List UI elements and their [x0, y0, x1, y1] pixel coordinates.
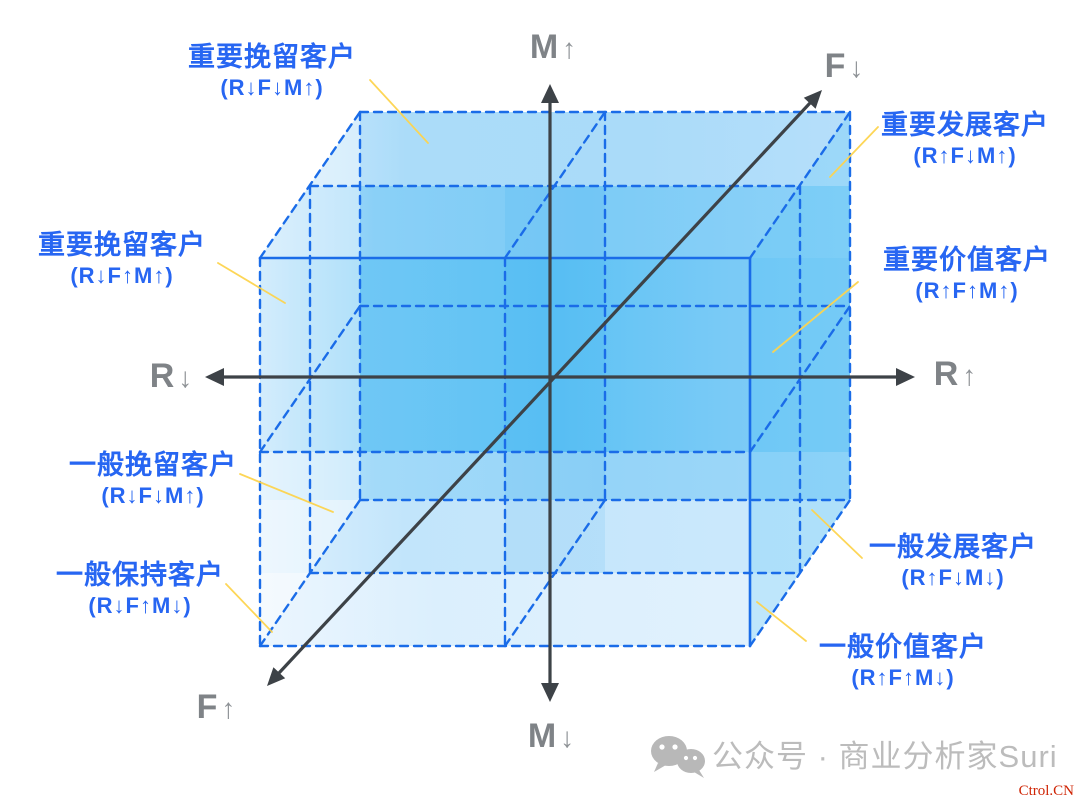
callout-general-keep: [225, 583, 273, 633]
segment-label-general-develop: 一般发展客户 (R↑F↓M↓): [869, 532, 1037, 594]
segment-formula: (R↑F↑M↑): [915, 278, 1019, 303]
up-arrow-icon: ↑: [962, 360, 977, 391]
segment-title: 一般挽留客户: [69, 450, 237, 480]
footer-brand-text: Ctrol.CN: [1018, 783, 1074, 799]
segment-formula: (R↓F↓M↑): [101, 483, 205, 508]
axis-label-r-up: R↑: [934, 357, 977, 391]
down-arrow-icon: ↓: [849, 52, 864, 83]
segment-title: 重要挽留客户: [188, 42, 356, 72]
axis-f: [267, 90, 822, 686]
segment-formula: (R↓F↑M↓): [88, 593, 192, 618]
segment-formula: (R↑F↑M↓): [851, 665, 955, 690]
down-arrow-icon: ↓: [178, 362, 193, 393]
segment-label-important-value: 重要价值客户 (R↑F↑M↑): [883, 245, 1051, 307]
arrowhead-down: [541, 683, 559, 702]
segment-label-important-retain-top: 重要挽留客户 (R↓F↓M↑): [188, 42, 356, 104]
callout-important-retain-left: [217, 262, 286, 304]
axis-letter: R: [149, 357, 176, 395]
cube-edges-dashed: [258, 110, 852, 648]
segment-title: 重要挽留客户: [38, 230, 206, 260]
segment-title: 重要价值客户: [883, 245, 1051, 275]
callout-lines: [217, 79, 879, 642]
callout-general-develop: [811, 509, 863, 559]
watermark-text: 公众号 · 商业分析家Suri: [712, 739, 1058, 774]
cube-edges-solid: [258, 256, 752, 648]
segment-label-important-develop: 重要发展客户 (R↑F↓M↑): [881, 110, 1049, 172]
axis-r: [205, 368, 915, 386]
cube-deep-column: [505, 186, 605, 573]
down-arrow-icon: ↓: [560, 722, 575, 753]
segment-formula: (R↑F↓M↑): [913, 143, 1017, 168]
segment-title: 重要发展客户: [881, 110, 1049, 140]
axis-letter: M: [527, 717, 558, 755]
arrowhead-up: [541, 84, 559, 103]
axis-label-m-up: M↑: [530, 30, 576, 64]
segment-title: 一般保持客户: [56, 560, 224, 590]
segment-label-important-retain-left: 重要挽留客户 (R↓F↑M↑): [38, 230, 206, 292]
arrowhead-f-down: [267, 667, 286, 686]
axis-letter: F: [824, 47, 847, 85]
callout-important-value: [772, 281, 859, 353]
segment-formula: (R↓F↓M↑): [220, 75, 324, 100]
axis-m: [541, 84, 559, 702]
arrowhead-right: [896, 368, 915, 386]
arrowhead-f-up: [803, 90, 822, 109]
axis-label-r-down: R↓: [150, 359, 193, 393]
up-arrow-icon: ↑: [562, 33, 577, 64]
segment-title: 一般价值客户: [819, 632, 987, 662]
segment-label-general-retain: 一般挽留客户 (R↓F↓M↑): [69, 450, 237, 512]
wechat-icon: [651, 736, 705, 778]
axis-label-f-up: F↑: [197, 690, 236, 724]
axis-letter: M: [529, 28, 560, 66]
axis-label-f-down: F↓: [825, 49, 864, 83]
segment-formula: (R↑F↓M↓): [901, 565, 1005, 590]
segment-label-general-value: 一般价值客户 (R↑F↑M↓): [819, 632, 987, 694]
segment-title: 一般发展客户: [869, 532, 1037, 562]
callout-important-retain-top: [369, 79, 429, 144]
segment-label-general-keep: 一般保持客户 (R↓F↑M↓): [56, 560, 224, 622]
axis-letter: R: [933, 355, 960, 393]
callout-general-retain: [239, 473, 334, 513]
callout-important-develop: [829, 126, 879, 178]
callout-general-value: [756, 601, 807, 642]
arrowhead-left: [205, 368, 224, 386]
segment-formula: (R↓F↑M↑): [70, 263, 174, 288]
up-arrow-icon: ↑: [221, 693, 236, 724]
axis-label-m-down: M↓: [528, 719, 574, 753]
axis-letter: F: [196, 688, 219, 726]
